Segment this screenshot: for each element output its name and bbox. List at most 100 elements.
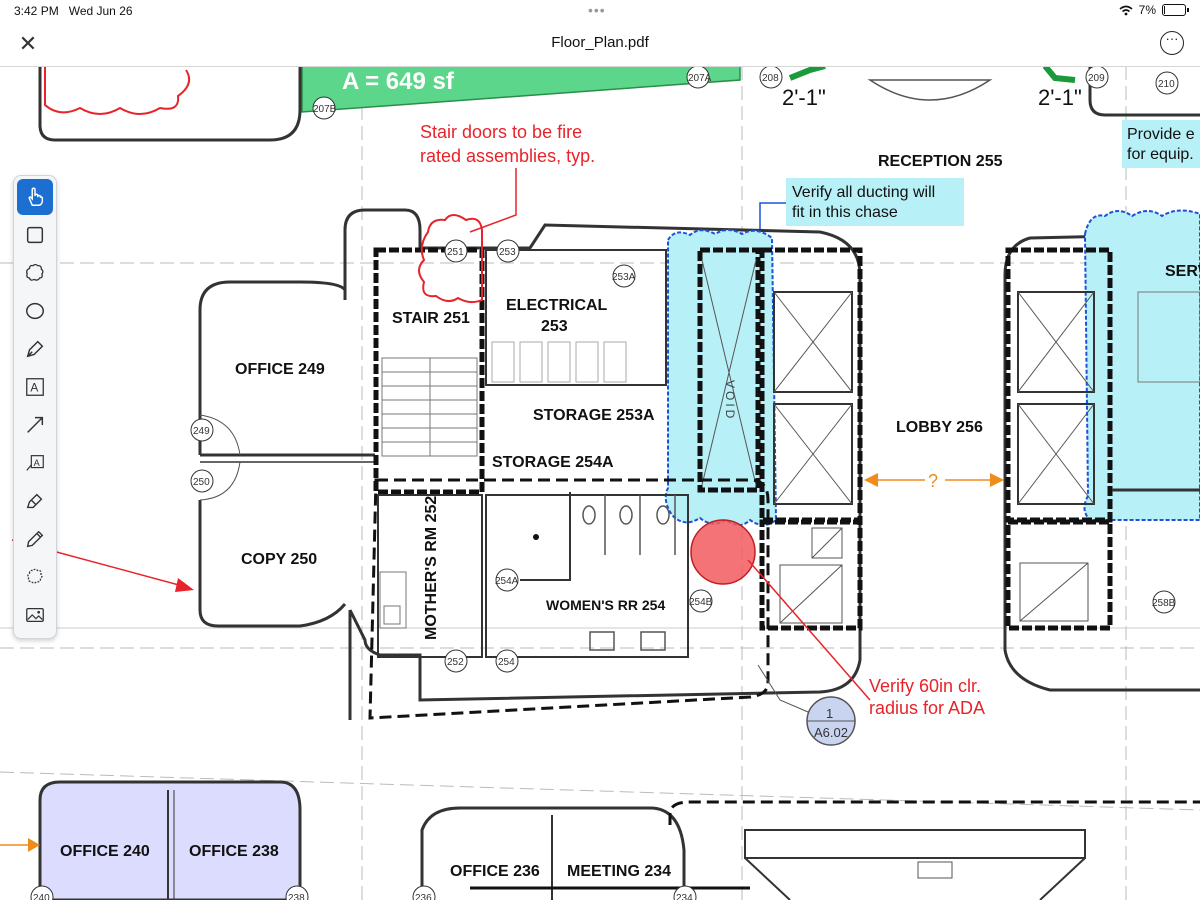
rectangle-icon[interactable] xyxy=(17,217,53,253)
pen-icon[interactable] xyxy=(17,331,53,367)
tag-236: 236 xyxy=(412,885,436,900)
tag-258B: 258B xyxy=(1152,590,1176,614)
svg-text:254: 254 xyxy=(498,657,515,668)
svg-text:207A: 207A xyxy=(688,73,712,84)
note-ducting-line1: Verify all ducting will xyxy=(792,184,935,201)
room-electrical-line1: ELECTRICAL xyxy=(506,297,608,314)
ada-turning-circle xyxy=(690,519,756,585)
markup-toolbar: A A xyxy=(13,175,57,639)
room-serv: SERV xyxy=(1165,263,1200,280)
status-right: 7% xyxy=(1119,3,1189,17)
dimension-question: ? xyxy=(928,471,938,491)
more-options-icon[interactable]: ··· xyxy=(1160,31,1184,55)
tag-240: 240 xyxy=(30,885,54,900)
dimension-right: 2'-1" xyxy=(1038,85,1082,110)
svg-text:254B: 254B xyxy=(689,597,713,608)
room-office-238: OFFICE 238 xyxy=(189,843,279,860)
tag-249: 249 xyxy=(190,418,214,442)
close-icon[interactable]: ✕ xyxy=(18,31,38,56)
cloud-icon[interactable] xyxy=(17,255,53,291)
svg-text:A: A xyxy=(30,381,38,395)
tag-254A: 254A xyxy=(495,568,519,592)
tag-207B: 207B xyxy=(312,96,337,120)
note-stair-doors-line1: Stair doors to be fire xyxy=(420,122,582,142)
cyan-cloud-serv xyxy=(1083,209,1200,521)
tag-207A: 207A xyxy=(686,66,712,89)
detail-marker-number: 1 xyxy=(826,706,833,721)
document-title: Floor_Plan.pdf xyxy=(551,34,649,51)
svg-text:253: 253 xyxy=(499,247,516,258)
tag-234: 234 xyxy=(673,885,697,900)
svg-text:250: 250 xyxy=(193,477,210,488)
text-box-icon[interactable]: A xyxy=(17,369,53,405)
hand-pointer-icon[interactable] xyxy=(17,179,53,215)
note-provide-line1: Provide e xyxy=(1127,126,1195,143)
room-reception: RECEPTION 255 xyxy=(878,153,1003,170)
status-bar: 3:42 PM Wed Jun 26 ••• 7% xyxy=(0,0,1200,22)
room-office-240: OFFICE 240 xyxy=(60,843,150,860)
svg-text:252: 252 xyxy=(447,657,464,668)
title-bar: ✕ Floor_Plan.pdf ··· xyxy=(0,22,1200,67)
svg-text:253A: 253A xyxy=(612,272,636,283)
offices-240-238-fill xyxy=(38,780,302,900)
svg-text:210: 210 xyxy=(1158,79,1175,90)
room-mothers-252: MOTHER'S RM 252 xyxy=(423,496,440,640)
status-time: 3:42 PM Wed Jun 26 xyxy=(14,4,133,18)
room-storage-254a: STORAGE 254A xyxy=(492,454,614,471)
multitask-dots-icon[interactable]: ••• xyxy=(588,2,606,18)
room-stair-251: STAIR 251 xyxy=(392,310,470,327)
note-ducting-line2: fit in this chase xyxy=(792,204,898,221)
note-stair-doors-line2: rated assemblies, typ. xyxy=(420,146,595,166)
tag-254B: 254B xyxy=(689,589,713,613)
note-provide-box xyxy=(1122,120,1200,168)
tag-208: 208 xyxy=(759,66,783,89)
svg-text:209: 209 xyxy=(1088,73,1105,84)
room-office-249: OFFICE 249 xyxy=(235,361,325,378)
pencil-icon[interactable] xyxy=(17,521,53,557)
callout-icon[interactable]: A xyxy=(17,445,53,481)
ellipse-icon[interactable] xyxy=(17,293,53,329)
drawing-canvas[interactable]: A = 649 sf 2'-1" 2'-1" Stair doors to be… xyxy=(0,66,1200,900)
top-red-cloud xyxy=(44,66,191,115)
room-lobby-256: LOBBY 256 xyxy=(896,419,983,436)
battery-icon xyxy=(1162,4,1189,16)
tag-238: 238 xyxy=(285,885,309,900)
area-fill xyxy=(301,66,741,113)
wifi-icon xyxy=(1119,5,1133,15)
lasso-icon[interactable] xyxy=(17,559,53,595)
svg-text:234: 234 xyxy=(676,893,693,900)
note-ada-line2: radius for ADA xyxy=(869,698,985,718)
tag-210: 210 xyxy=(1155,71,1179,95)
room-meeting-234: MEETING 234 xyxy=(567,863,671,880)
tag-209: 209 xyxy=(1085,66,1109,89)
room-office-236: OFFICE 236 xyxy=(450,863,540,880)
svg-text:240: 240 xyxy=(33,893,50,900)
tag-253: 253 xyxy=(496,239,520,263)
tag-252: 252 xyxy=(444,649,468,673)
room-storage-253a: STORAGE 253A xyxy=(533,407,655,424)
note-ada-line1: Verify 60in clr. xyxy=(869,676,981,696)
room-electrical-line2: 253 xyxy=(541,318,568,335)
tag-250: 250 xyxy=(190,469,214,493)
room-womens-rr-254: WOMEN'S RR 254 xyxy=(546,597,665,613)
svg-text:249: 249 xyxy=(193,426,210,437)
area-label: A = 649 sf xyxy=(342,68,455,95)
restroom-dashed-boundary xyxy=(368,478,770,720)
tag-254: 254 xyxy=(495,649,519,673)
red-cloud-stair-doors xyxy=(418,214,483,304)
note-provide-line2: for equip. xyxy=(1127,146,1194,163)
arrow-icon[interactable] xyxy=(17,407,53,443)
svg-text:A: A xyxy=(34,458,41,468)
battery-percent: 7% xyxy=(1138,3,1156,17)
svg-text:254A: 254A xyxy=(495,576,519,587)
svg-text:208: 208 xyxy=(762,73,779,84)
tag-253A: 253A xyxy=(612,264,636,288)
image-icon[interactable] xyxy=(17,597,53,633)
highlighter-icon[interactable] xyxy=(17,483,53,519)
svg-text:238: 238 xyxy=(288,893,305,900)
tag-251: 251 xyxy=(444,239,468,263)
detail-marker-sheet: A6.02 xyxy=(814,725,848,740)
room-copy-250: COPY 250 xyxy=(241,551,317,568)
note-ducting-box xyxy=(786,178,964,226)
void-label: VOID xyxy=(723,380,737,421)
